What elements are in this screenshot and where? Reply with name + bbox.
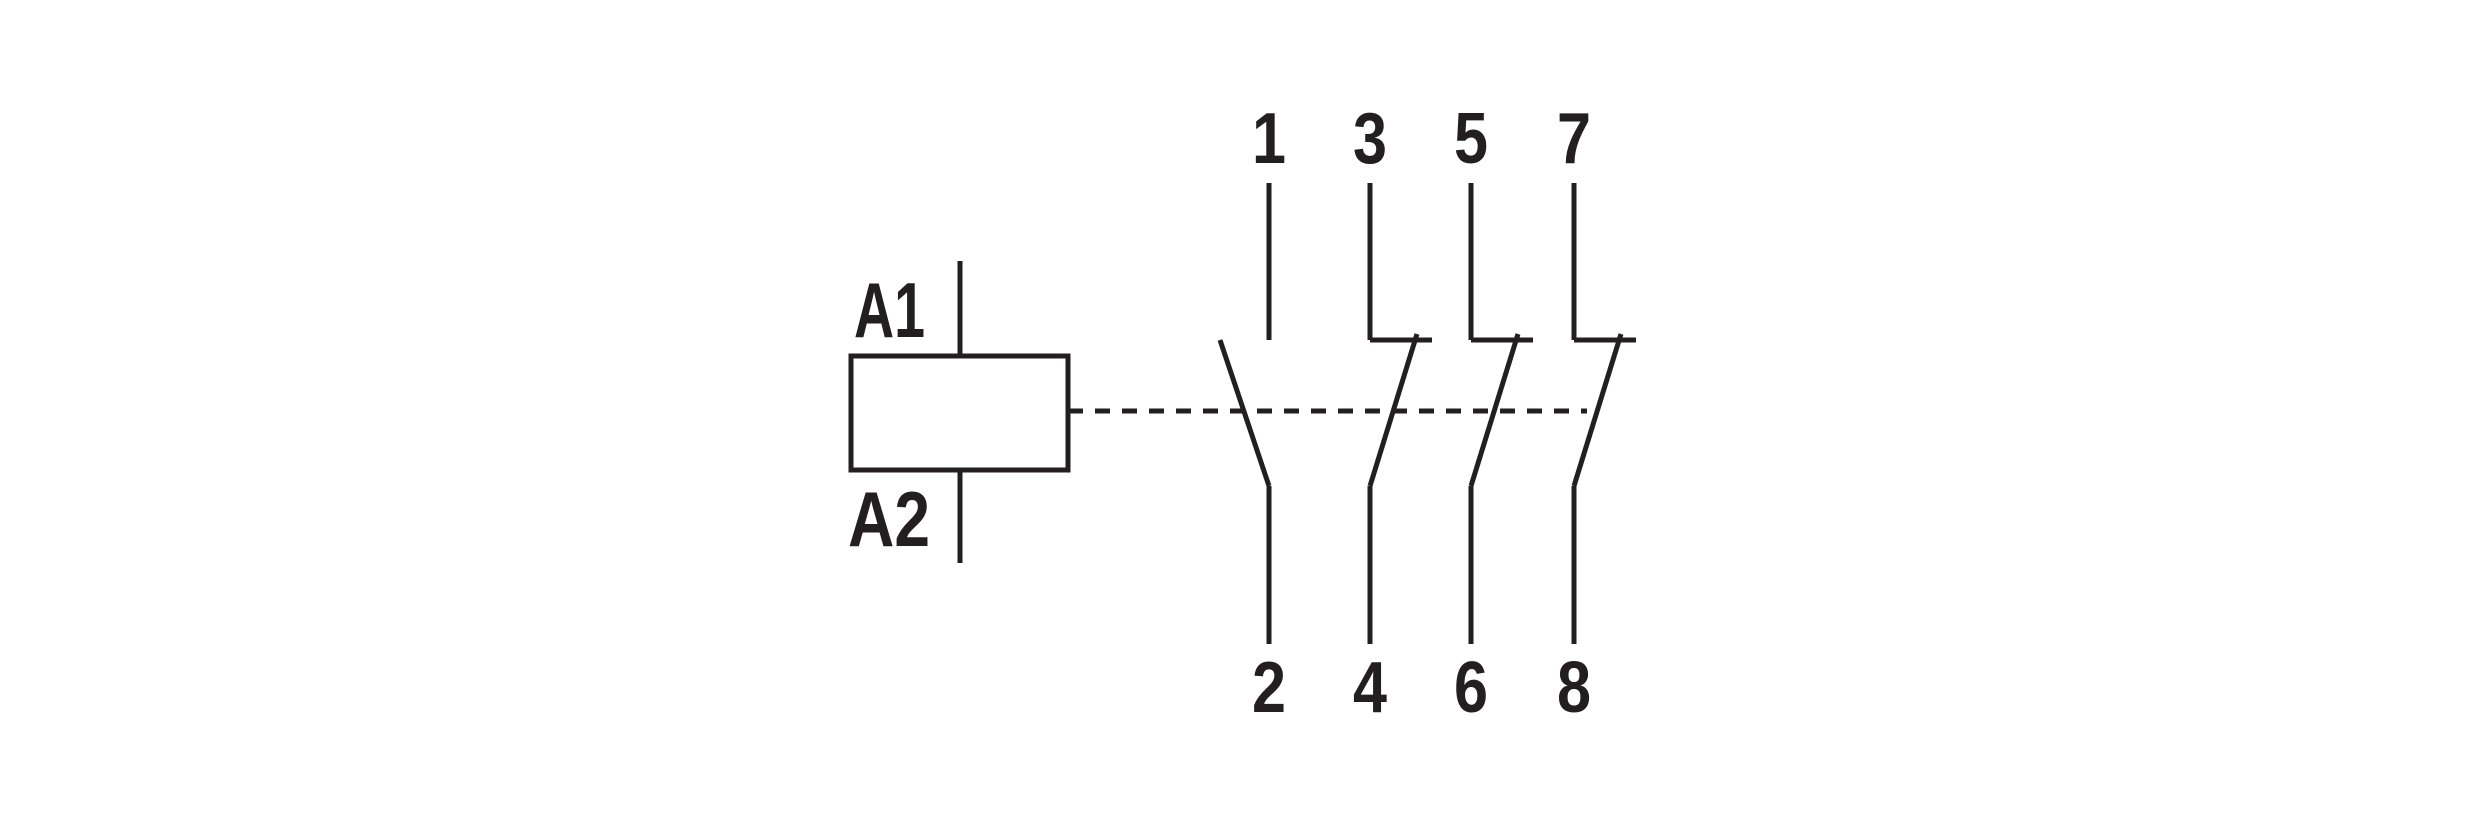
contact-blade	[1571, 333, 1624, 487]
contact-blade	[1468, 333, 1521, 487]
contact-top-label: 3	[1353, 99, 1387, 179]
contact-bottom-label: 4	[1353, 648, 1387, 728]
coil-box	[848, 353, 1071, 473]
contact-bottom-label: 8	[1557, 648, 1591, 728]
coil-label-a2: A2	[848, 475, 930, 563]
contact-bottom-label: 6	[1454, 648, 1488, 728]
contact-bottom-label: 2	[1252, 648, 1286, 728]
contact-blade	[1367, 333, 1420, 487]
contact-top-label: 7	[1557, 99, 1591, 179]
coil-label-a1: A1	[854, 266, 925, 354]
contact-blade	[1217, 339, 1272, 487]
contact-top-label: 1	[1252, 99, 1286, 179]
contact-top-label: 5	[1454, 99, 1488, 179]
